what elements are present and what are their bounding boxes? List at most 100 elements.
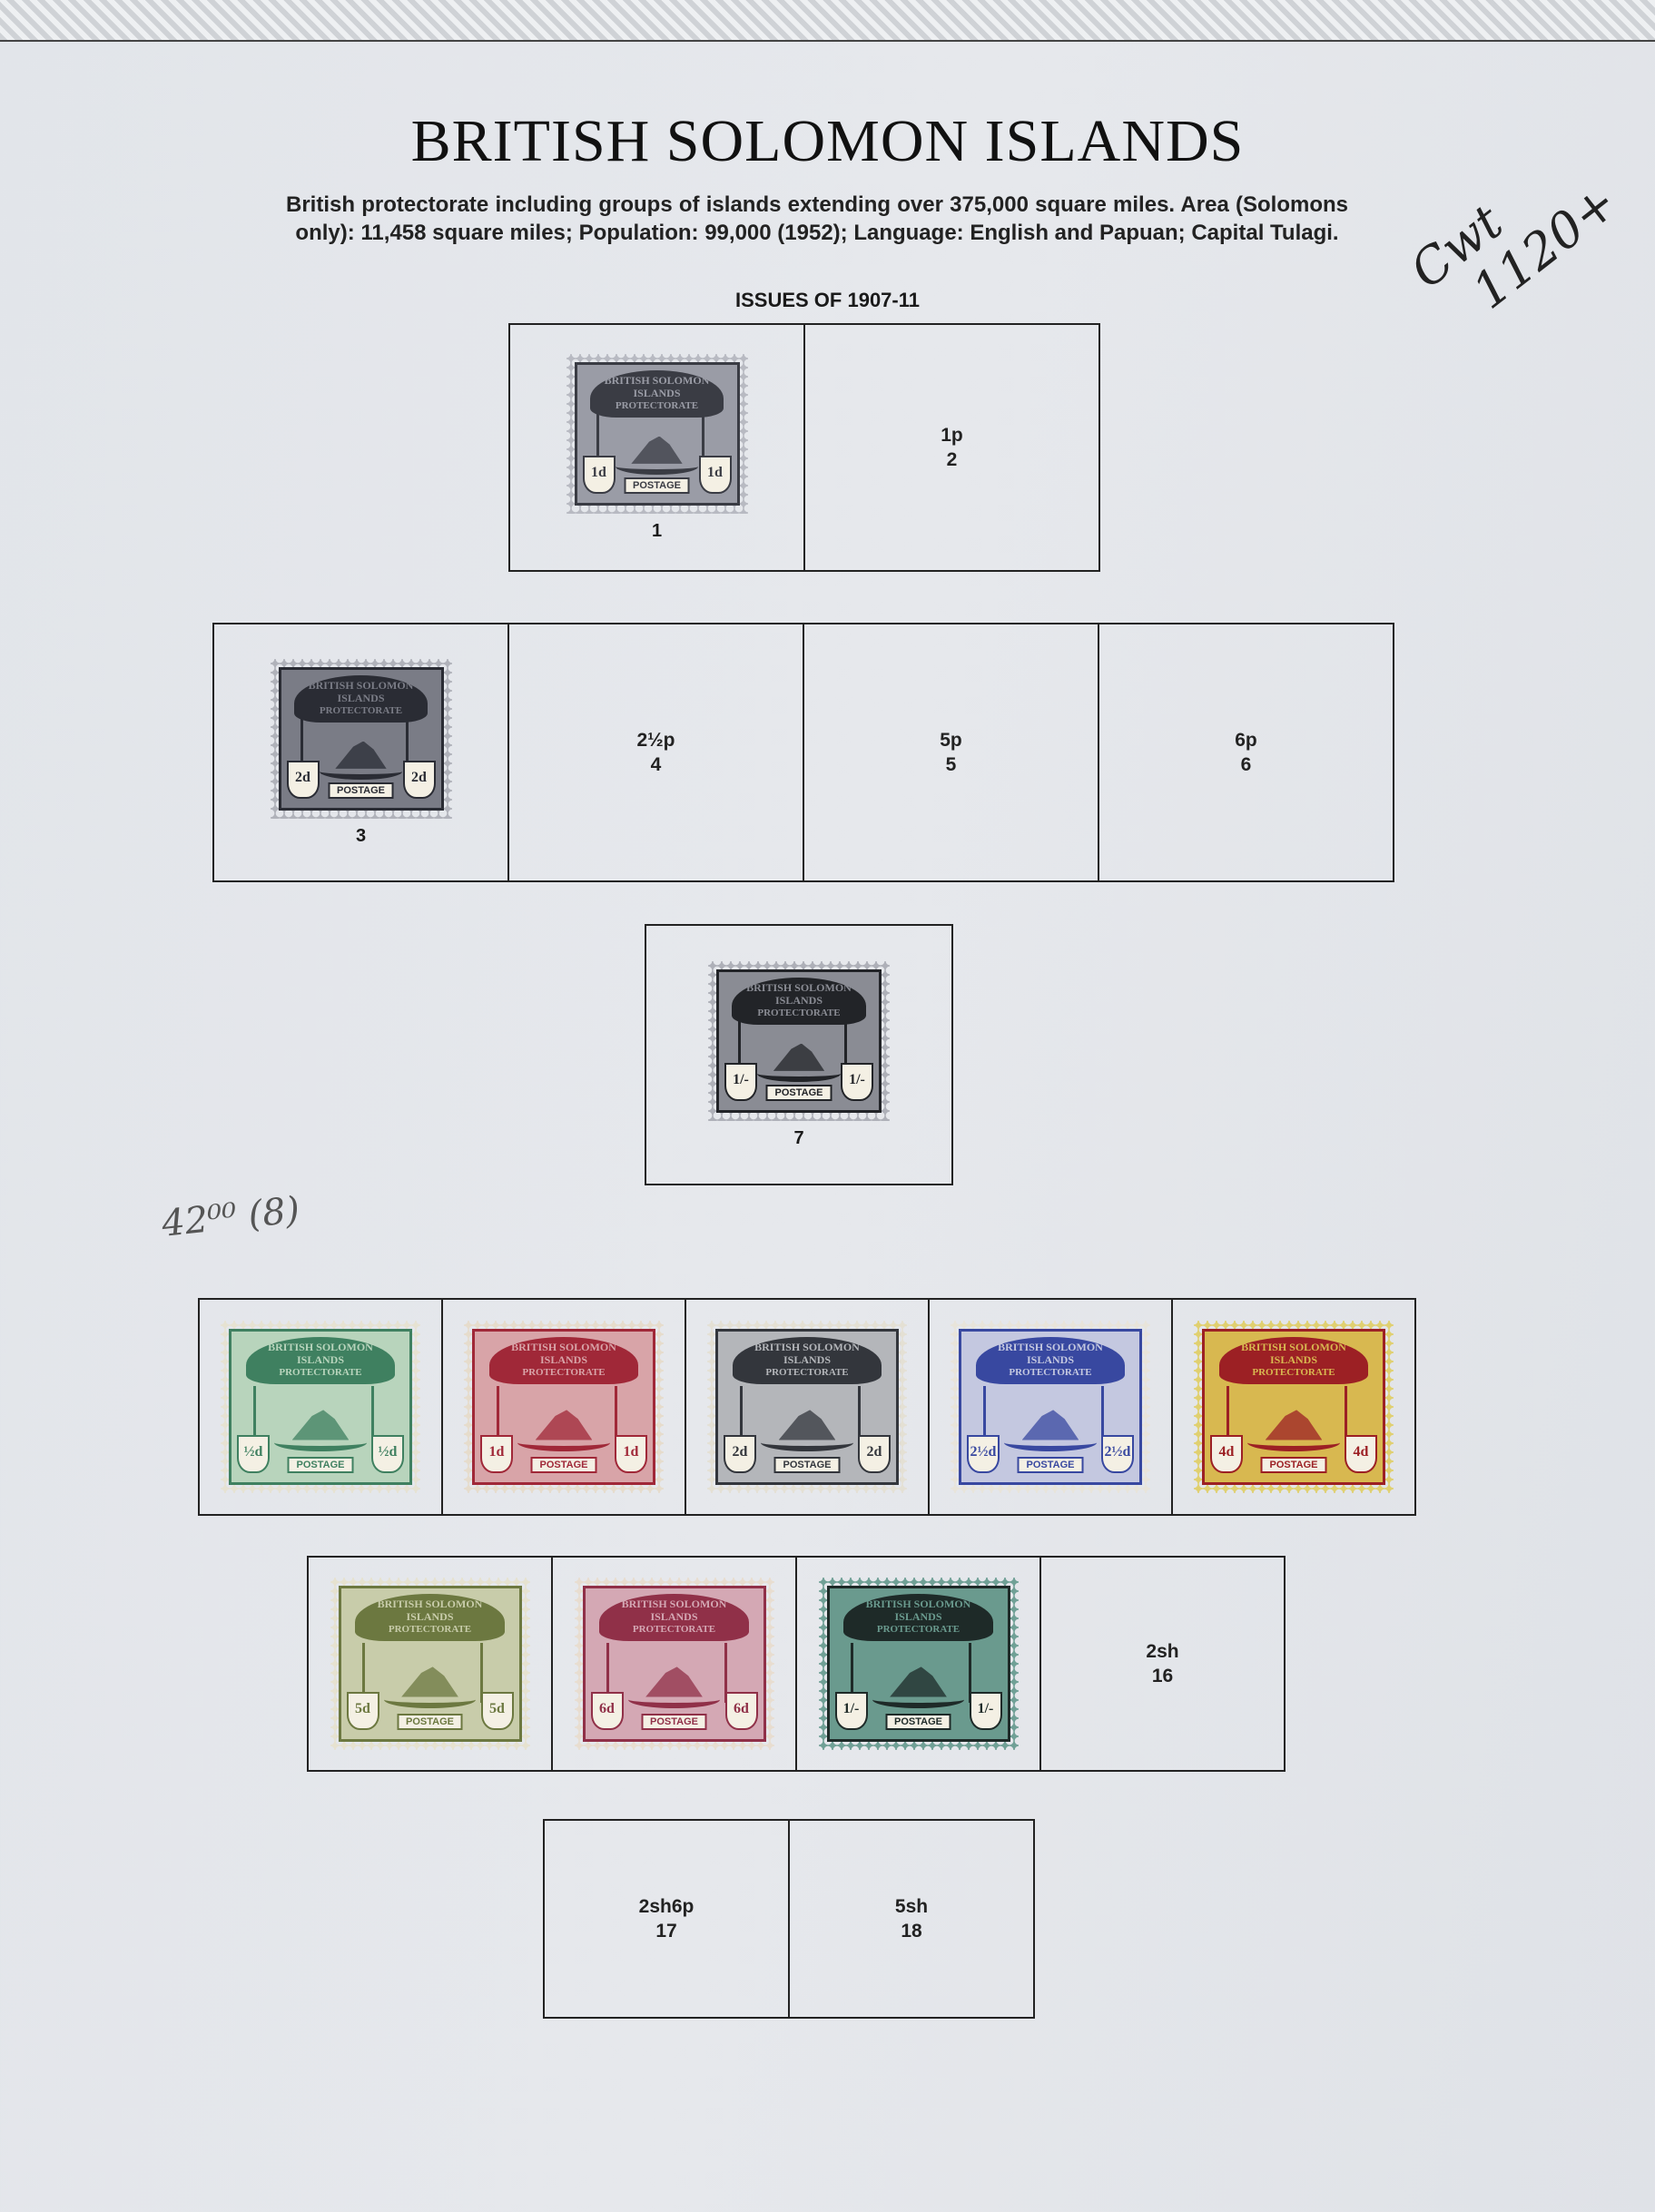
stamp-postage-label: POSTAGE — [1017, 1457, 1084, 1473]
stamp-postage-label: POSTAGE — [624, 477, 690, 494]
stamp-postage-label: POSTAGE — [1260, 1457, 1327, 1473]
stamp-value-left: 5d — [346, 1692, 379, 1730]
page-title: BRITISH SOLOMON ISLANDS — [410, 108, 1245, 174]
war-canoe-icon — [274, 1434, 367, 1452]
stamp-denomination-caption: 2sh6p — [638, 1896, 695, 1917]
stamp-value-left: 6d — [590, 1692, 624, 1730]
stamp-value-left: 1/- — [834, 1692, 868, 1730]
country-description: British protectorate including groups of… — [286, 192, 1348, 245]
page-top-border — [0, 0, 1655, 42]
stamp-subheader: PROTECTORATE — [757, 1007, 841, 1018]
war-canoe-icon — [1004, 1434, 1097, 1452]
palm-tree-icon — [982, 1385, 1000, 1447]
stamp-denomination-caption: 2½p — [636, 730, 675, 751]
stamp-postage-label: POSTAGE — [885, 1714, 951, 1730]
stamp-value-left: 1d — [582, 455, 616, 494]
stamp-denomination-caption: 2sh — [1146, 1641, 1179, 1662]
stamp-value-right: 4d — [1345, 1435, 1377, 1473]
war-canoe-icon — [872, 1691, 965, 1709]
war-canoe-icon — [319, 763, 403, 781]
palm-tree-icon — [252, 1385, 271, 1447]
stamp-country: BRITISH SOLOMON ISLANDS — [621, 1598, 727, 1623]
palm-tree-icon — [724, 1642, 742, 1704]
stamp-value-left: 2d — [286, 760, 320, 799]
palm-tree-icon — [480, 1642, 497, 1704]
catalog-number: 16 — [1151, 1666, 1174, 1686]
war-canoe-icon — [761, 1434, 853, 1452]
palm-tree-icon — [362, 1642, 379, 1704]
palm-tree-icon — [1226, 1385, 1244, 1447]
palm-tree-icon — [596, 414, 612, 470]
stamp-value-left: 1d — [480, 1435, 513, 1473]
stamp-country: BRITISH SOLOMON ISLANDS — [1241, 1341, 1346, 1366]
stamp-country: BRITISH SOLOMON ISLANDS — [746, 980, 852, 1007]
palm-tree-icon — [496, 1385, 514, 1447]
palm-tree-icon — [702, 414, 717, 470]
palm-tree-icon — [606, 1642, 624, 1704]
stamp-value-left: 1/- — [724, 1062, 757, 1101]
stamp-value-left: 4d — [1210, 1435, 1243, 1473]
war-canoe-icon — [517, 1434, 610, 1452]
stamp-country: BRITISH SOLOMON ISLANDS — [268, 1341, 373, 1366]
stamp-value-right: 1d — [698, 455, 732, 494]
stamp-denomination-caption: 6p — [1235, 730, 1257, 751]
stamp-value-right: ½d — [371, 1435, 404, 1473]
catalog-number: 4 — [650, 754, 662, 775]
stamp-country: BRITISH SOLOMON ISLANDS — [511, 1341, 616, 1366]
stamp-subheader: PROTECTORATE — [1252, 1367, 1335, 1378]
stamp-denomination-caption: 5sh — [894, 1896, 929, 1917]
stamp-subheader: PROTECTORATE — [876, 1624, 960, 1635]
catalog-number: 6 — [1240, 754, 1252, 775]
stamp-postage-label: POSTAGE — [773, 1457, 841, 1473]
war-canoe-icon — [615, 458, 699, 476]
stamp-value-right: 2d — [402, 760, 436, 799]
stamp-postage-label: POSTAGE — [530, 1457, 597, 1473]
stamp-denomination-caption: 5p — [940, 730, 962, 751]
catalog-number: 17 — [655, 1921, 677, 1942]
stamp-country: BRITISH SOLOMON ISLANDS — [308, 678, 414, 704]
stamp-value-right: 1/- — [969, 1692, 1002, 1730]
catalog-number: 18 — [901, 1921, 922, 1942]
catalog-number: 1 — [651, 520, 663, 541]
catalog-number: 7 — [793, 1127, 804, 1148]
war-canoe-icon — [757, 1066, 841, 1083]
stamp-subheader: PROTECTORATE — [1009, 1367, 1092, 1378]
catalog-number: 3 — [355, 825, 367, 846]
palm-tree-icon — [851, 1642, 868, 1704]
section-heading: ISSUES OF 1907-11 — [735, 289, 920, 311]
stamp-value-right: 5d — [480, 1692, 514, 1730]
war-canoe-icon — [627, 1691, 721, 1709]
war-canoe-icon — [1247, 1434, 1340, 1452]
